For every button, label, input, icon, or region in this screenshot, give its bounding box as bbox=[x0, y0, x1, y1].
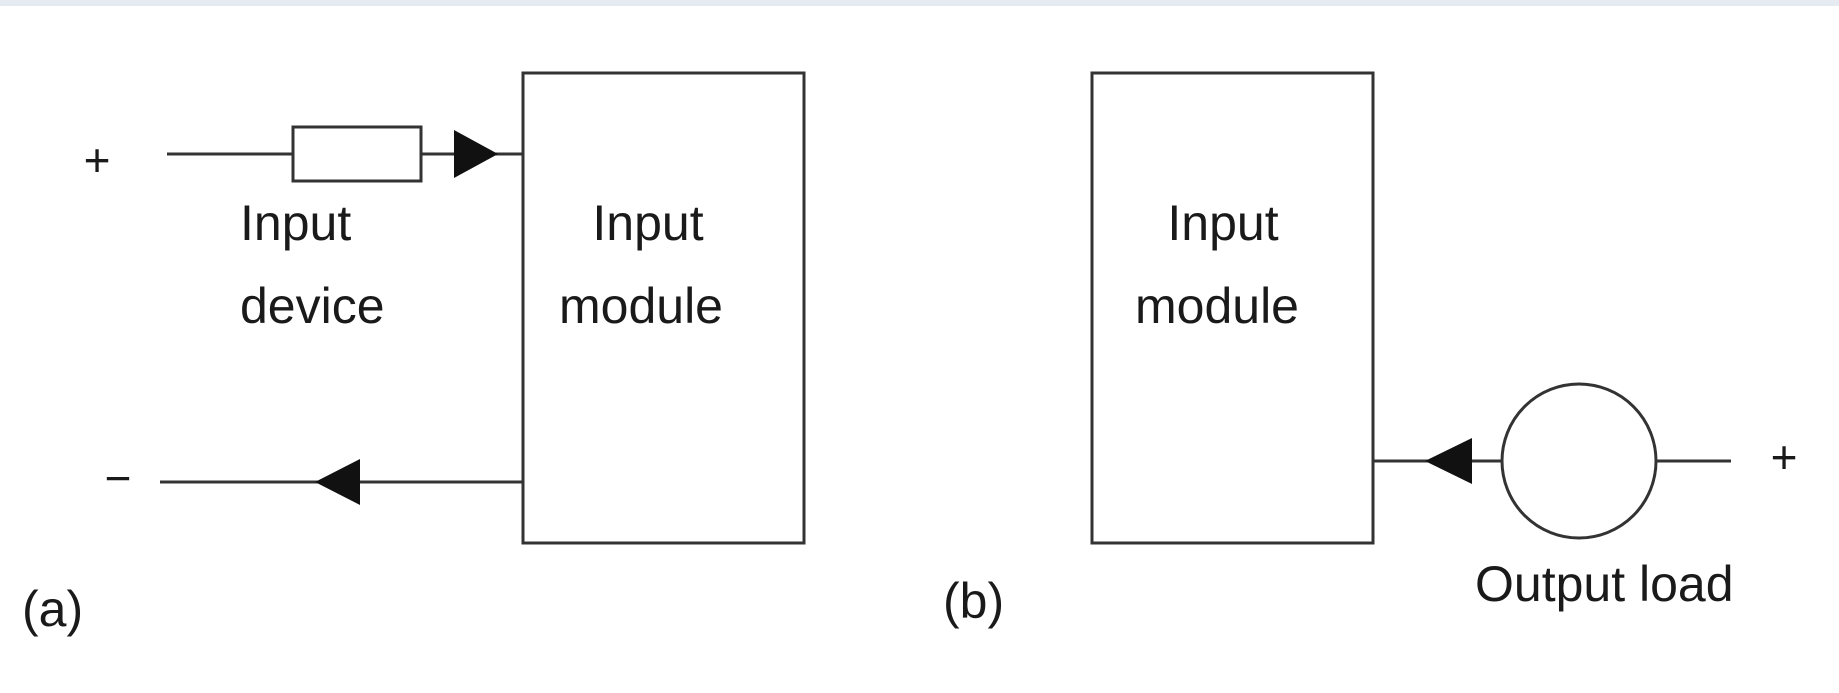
panel-b-module-label-line2: module bbox=[1135, 278, 1299, 334]
panel-a-input-arrow bbox=[454, 130, 498, 178]
input-device-resistor bbox=[291, 125, 423, 183]
panel-b-caption: (b) bbox=[943, 573, 1004, 629]
panel-b-plus-sign: + bbox=[1771, 431, 1798, 483]
input-device-label-line1: Input bbox=[240, 195, 351, 251]
panel-b-module-label-line1: Input bbox=[1167, 195, 1278, 251]
panel-b-input-arrow bbox=[1425, 438, 1472, 484]
panel-a-return-arrow bbox=[315, 459, 360, 505]
output-load-label: Output load bbox=[1475, 556, 1734, 612]
panel-b-input-module-box bbox=[1090, 71, 1375, 545]
panel-a-plus-sign: + bbox=[84, 134, 111, 186]
output-load-circle bbox=[1500, 382, 1658, 540]
panel-a-input-module-box bbox=[521, 71, 806, 545]
panel-a-module-label-line2: module bbox=[559, 278, 723, 334]
top-border-strip bbox=[0, 0, 1839, 6]
input-device-label-line2: device bbox=[240, 278, 385, 334]
panel-a-caption: (a) bbox=[22, 581, 83, 637]
panel-a-minus-sign: − bbox=[105, 452, 132, 504]
panel-b: Input module + Output load (b) bbox=[943, 71, 1798, 629]
panel-a-module-label-line1: Input bbox=[592, 195, 703, 251]
panel-a: + Input device Input module − (a) bbox=[22, 71, 806, 637]
